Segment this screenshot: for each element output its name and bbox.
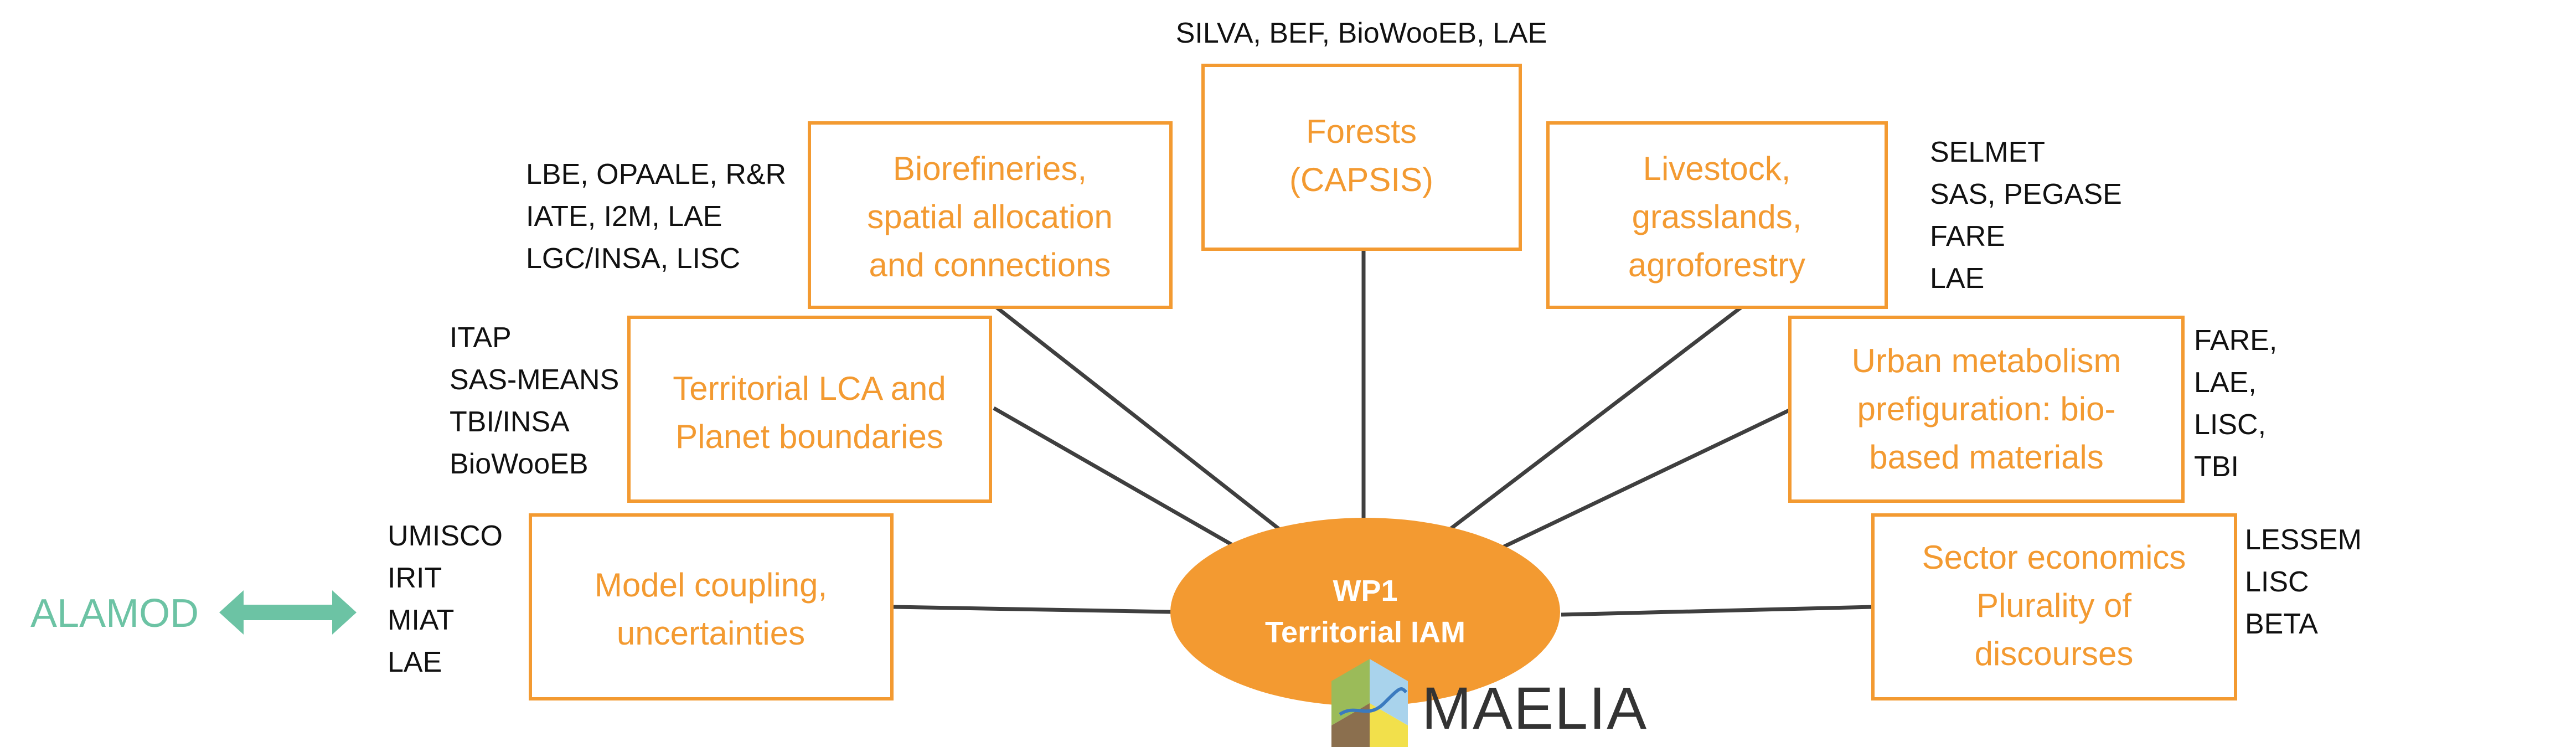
module-livestock-label-2: grasslands, — [1632, 198, 1802, 235]
partner-model-coupling-2: IRIT — [388, 562, 442, 594]
logo-river-line — [1339, 687, 1408, 716]
module-forests-label-1: Forests — [1306, 113, 1417, 150]
module-sector-economics-label-3: discourses — [1975, 635, 2134, 672]
partner-biorefineries-3: LGC/INSA, LISC — [526, 243, 740, 275]
module-urban-metabolism-box — [1788, 316, 2185, 503]
module-sector-economics-label-2: Plurality of — [1976, 587, 2131, 624]
partner-territorial-lca-3: TBI/INSA — [450, 406, 570, 438]
partner-urban-metabolism-4: TBI — [2194, 451, 2239, 483]
partner-sector-economics-3: BETA — [2245, 608, 2318, 640]
module-territorial-lca-label-2: Planet boundaries — [675, 418, 943, 455]
partner-forests-1: SILVA, BEF, BioWooEB, LAE — [1176, 17, 1547, 49]
partner-territorial-lca-1: ITAP — [450, 322, 512, 354]
partner-urban-metabolism-1: FARE, — [2194, 324, 2277, 357]
maelia-logo: MAELIA — [1331, 659, 1648, 747]
module-biorefineries-box — [808, 121, 1173, 309]
module-model-coupling-label-1: Model coupling, — [595, 566, 827, 604]
logo-hex-bottom-right — [1370, 703, 1408, 747]
partner-model-coupling-3: MIAT — [388, 604, 454, 636]
module-forests-label-2: (CAPSIS) — [1289, 161, 1433, 198]
partner-biorefineries-1: LBE, OPAALE, R&R — [526, 158, 786, 190]
connector-model-coupling — [893, 605, 1171, 614]
module-model-coupling-box — [529, 513, 894, 700]
module-forests-box — [1201, 64, 1522, 251]
module-territorial-lca-box — [627, 316, 992, 503]
center-node: WP1 Territorial IAM — [1170, 518, 1560, 706]
partner-livestock-4: LAE — [1930, 262, 1984, 295]
partner-livestock-2: SAS, PEGASE — [1930, 178, 2122, 210]
alamod-label: ALAMOD — [30, 591, 199, 636]
partner-lists: SILVA, BEF, BioWooEB, LAE LBE, OPAALE, R… — [388, 17, 2362, 678]
module-model-coupling-label-2: uncertainties — [617, 615, 805, 652]
module-urban-metabolism-label-3: based materials — [1869, 439, 2104, 476]
module-livestock-box — [1546, 121, 1888, 309]
module-urban-metabolism[interactable]: Urban metabolism prefiguration: bio- bas… — [1788, 316, 2185, 503]
double-arrow-icon — [219, 590, 357, 635]
partner-model-coupling-4: LAE — [388, 646, 442, 678]
module-sector-economics-box — [1871, 513, 2237, 700]
module-livestock[interactable]: Livestock, grasslands, agroforestry — [1546, 121, 1888, 309]
module-urban-metabolism-label-1: Urban metabolism — [1852, 342, 2121, 379]
module-biorefineries-label-1: Biorefineries, — [893, 150, 1087, 187]
partner-urban-metabolism-2: LAE, — [2194, 367, 2257, 399]
center-ellipse — [1170, 518, 1560, 706]
connector-territorial-lca — [993, 406, 1244, 553]
logo-hex-bottom-left — [1331, 703, 1370, 747]
module-livestock-label-1: Livestock, — [1643, 150, 1791, 187]
module-boxes: Forests (CAPSIS) Biorefineries, spatial … — [529, 64, 2237, 700]
module-sector-economics-label-1: Sector economics — [1922, 539, 2186, 576]
partner-livestock-3: FARE — [1930, 220, 2005, 253]
partner-sector-economics-2: LISC — [2245, 566, 2309, 598]
module-biorefineries-label-2: spatial allocation — [867, 198, 1113, 235]
partner-territorial-lca-4: BioWooEB — [450, 448, 588, 480]
connector-sector-economics — [1561, 605, 1873, 617]
partner-territorial-lca-2: SAS-MEANS — [450, 364, 619, 396]
module-sector-economics[interactable]: Sector economics Plurality of discourses — [1871, 513, 2237, 700]
module-forests[interactable]: Forests (CAPSIS) — [1201, 64, 1522, 251]
module-livestock-label-3: agroforestry — [1628, 246, 1805, 284]
connector-biorefineries — [995, 306, 1281, 530]
module-biorefineries-label-3: and connections — [869, 246, 1111, 284]
center-subtitle: Territorial IAM — [1265, 616, 1465, 649]
partner-model-coupling-1: UMISCO — [388, 520, 503, 552]
module-urban-metabolism-label-2: prefiguration: bio- — [1857, 390, 2116, 427]
partner-livestock-1: SELMET — [1930, 136, 2045, 168]
connector-lines — [893, 249, 1873, 617]
partner-urban-metabolism-3: LISC, — [2194, 409, 2266, 441]
module-model-coupling[interactable]: Model coupling, uncertainties — [529, 513, 894, 700]
center-title: WP1 — [1333, 574, 1397, 607]
connector-livestock — [1449, 306, 1743, 530]
connector-urban-metabolism — [1494, 406, 1795, 553]
module-territorial-lca-label-1: Territorial LCA and — [673, 370, 946, 407]
partner-biorefineries-2: IATE, I2M, LAE — [526, 200, 722, 233]
module-biorefineries[interactable]: Biorefineries, spatial allocation and co… — [808, 121, 1173, 309]
partner-sector-economics-1: LESSEM — [2245, 524, 2362, 556]
maelia-hexagon-logo-icon — [1331, 659, 1408, 747]
alamod-link: ALAMOD — [30, 590, 357, 636]
maelia-text: MAELIA — [1422, 674, 1648, 741]
module-territorial-lca[interactable]: Territorial LCA and Planet boundaries — [627, 316, 992, 503]
